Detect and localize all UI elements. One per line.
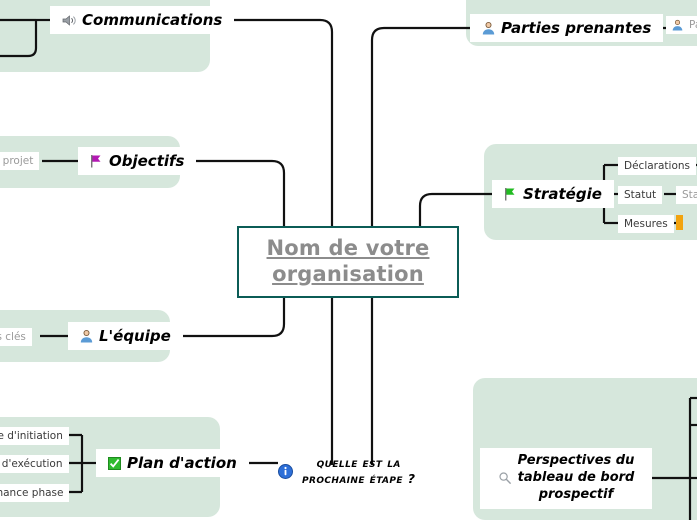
flag-icon (504, 187, 517, 201)
node-label: Communications (82, 11, 223, 29)
node-label: enance phase (0, 487, 64, 499)
person-icon (482, 21, 495, 35)
node-label-line1: Perspectives du (517, 453, 635, 468)
node-equipe[interactable]: L'équipe (68, 322, 183, 350)
checkbox-icon (108, 456, 121, 470)
question-line2: prochaine étape ? (302, 470, 416, 486)
node-label-line3: prospectif (538, 486, 614, 502)
node-label-line2: tableau de bord (517, 469, 635, 485)
node-label: Statut (624, 189, 657, 201)
node-objectifs-child[interactable]: du projet (0, 152, 40, 170)
node-label: L'équipe (99, 327, 171, 345)
root-label-line2: organisation (272, 262, 424, 286)
node-label: Objectifs (109, 152, 185, 170)
node-objectifs[interactable]: Objectifs (78, 147, 197, 175)
flag-icon (90, 154, 103, 168)
node-label: es clés (0, 331, 26, 343)
person-icon (672, 19, 683, 31)
question-text: Quelle est la prochaine étape ? (302, 455, 415, 486)
node-label: Parties prenantes (501, 19, 652, 37)
node-perspectives[interactable]: Perspectives du tableau de bord prospect… (480, 448, 652, 509)
node-strategie-child-mesures[interactable]: Mesures (618, 215, 674, 233)
next-step-question[interactable]: Quelle est la prochaine étape ? (278, 455, 478, 486)
node-strategie-child-statut[interactable]: Statut (618, 186, 663, 204)
node-label-block: Perspectives du tableau de bord prospect… (518, 453, 635, 504)
node-label: Déclarations (624, 160, 691, 172)
node-label: e d'exécution (0, 458, 63, 470)
node-parties-prenantes[interactable]: Parties prenantes (470, 14, 664, 42)
node-strategie[interactable]: Stratégie (492, 180, 614, 208)
node-label: Stratégie (523, 185, 602, 203)
node-label: Sta (682, 189, 697, 201)
node-label: Mesures (624, 218, 668, 230)
node-label: Par (689, 19, 697, 31)
info-icon (278, 464, 293, 480)
speaker-icon (62, 14, 76, 27)
node-label: se d'initiation (0, 430, 63, 442)
person-icon (80, 329, 93, 343)
node-communications[interactable]: Communications (50, 6, 235, 34)
node-equipe-child[interactable]: es clés (0, 328, 32, 346)
node-label: Plan d'action (127, 454, 237, 472)
root-label-line1: Nom de votre (266, 236, 430, 261)
strategie-mesures-marker (676, 215, 683, 230)
node-plan-action-child-execution[interactable]: e d'exécution (0, 455, 69, 473)
node-strategie-grandchild-statut[interactable]: Sta (676, 186, 697, 204)
node-plan-action-child-initiation[interactable]: se d'initiation (0, 427, 69, 445)
node-parties-prenantes-child[interactable]: Par (666, 16, 697, 34)
node-plan-action[interactable]: Plan d'action (96, 449, 249, 477)
node-strategie-child-declarations[interactable]: Déclarations (618, 157, 697, 175)
question-line1: Quelle est la (316, 455, 401, 470)
node-plan-action-child-maintenance[interactable]: enance phase (0, 484, 70, 502)
magnifier-icon (498, 471, 512, 485)
node-label: du projet (0, 155, 34, 167)
root-node-organisation[interactable]: Nom de votre organisation (237, 226, 459, 298)
